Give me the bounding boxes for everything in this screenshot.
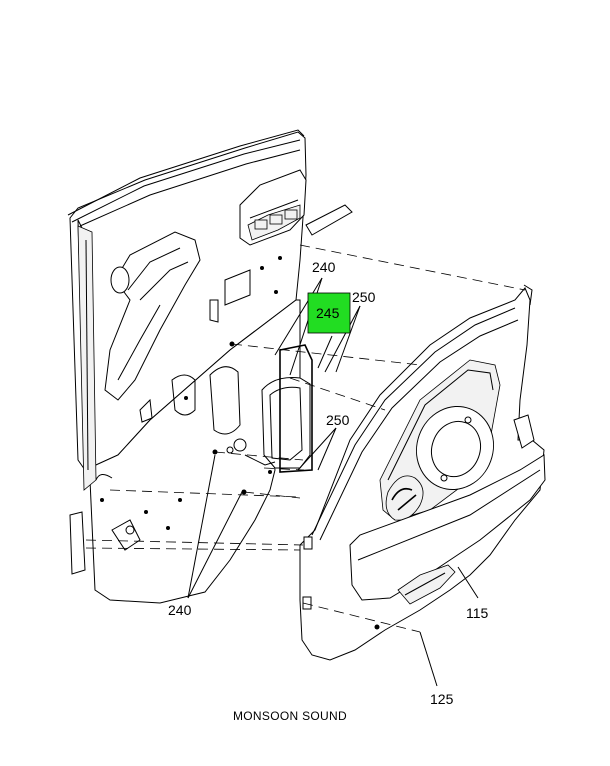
inner-door-panel: [67, 129, 353, 604]
fastener-points: [100, 256, 282, 530]
callout-245-highlighted[interactable]: 245: [316, 305, 340, 321]
door-trim-panel: [299, 284, 546, 661]
callout-labels: 240 245 250 250 240 115 125: [168, 259, 489, 707]
callout-240-top: 240: [312, 259, 336, 275]
callout-115: 115: [466, 605, 489, 621]
highlighted-part-box[interactable]: [307, 292, 351, 334]
callout-125: 125: [430, 691, 454, 707]
callout-250-top: 250: [352, 289, 376, 305]
diagram-caption: MONSOON SOUND: [233, 709, 347, 723]
callout-240-bottom: 240: [168, 602, 192, 618]
alignment-lines: [85, 244, 526, 633]
callout-250-mid: 250: [326, 412, 350, 428]
